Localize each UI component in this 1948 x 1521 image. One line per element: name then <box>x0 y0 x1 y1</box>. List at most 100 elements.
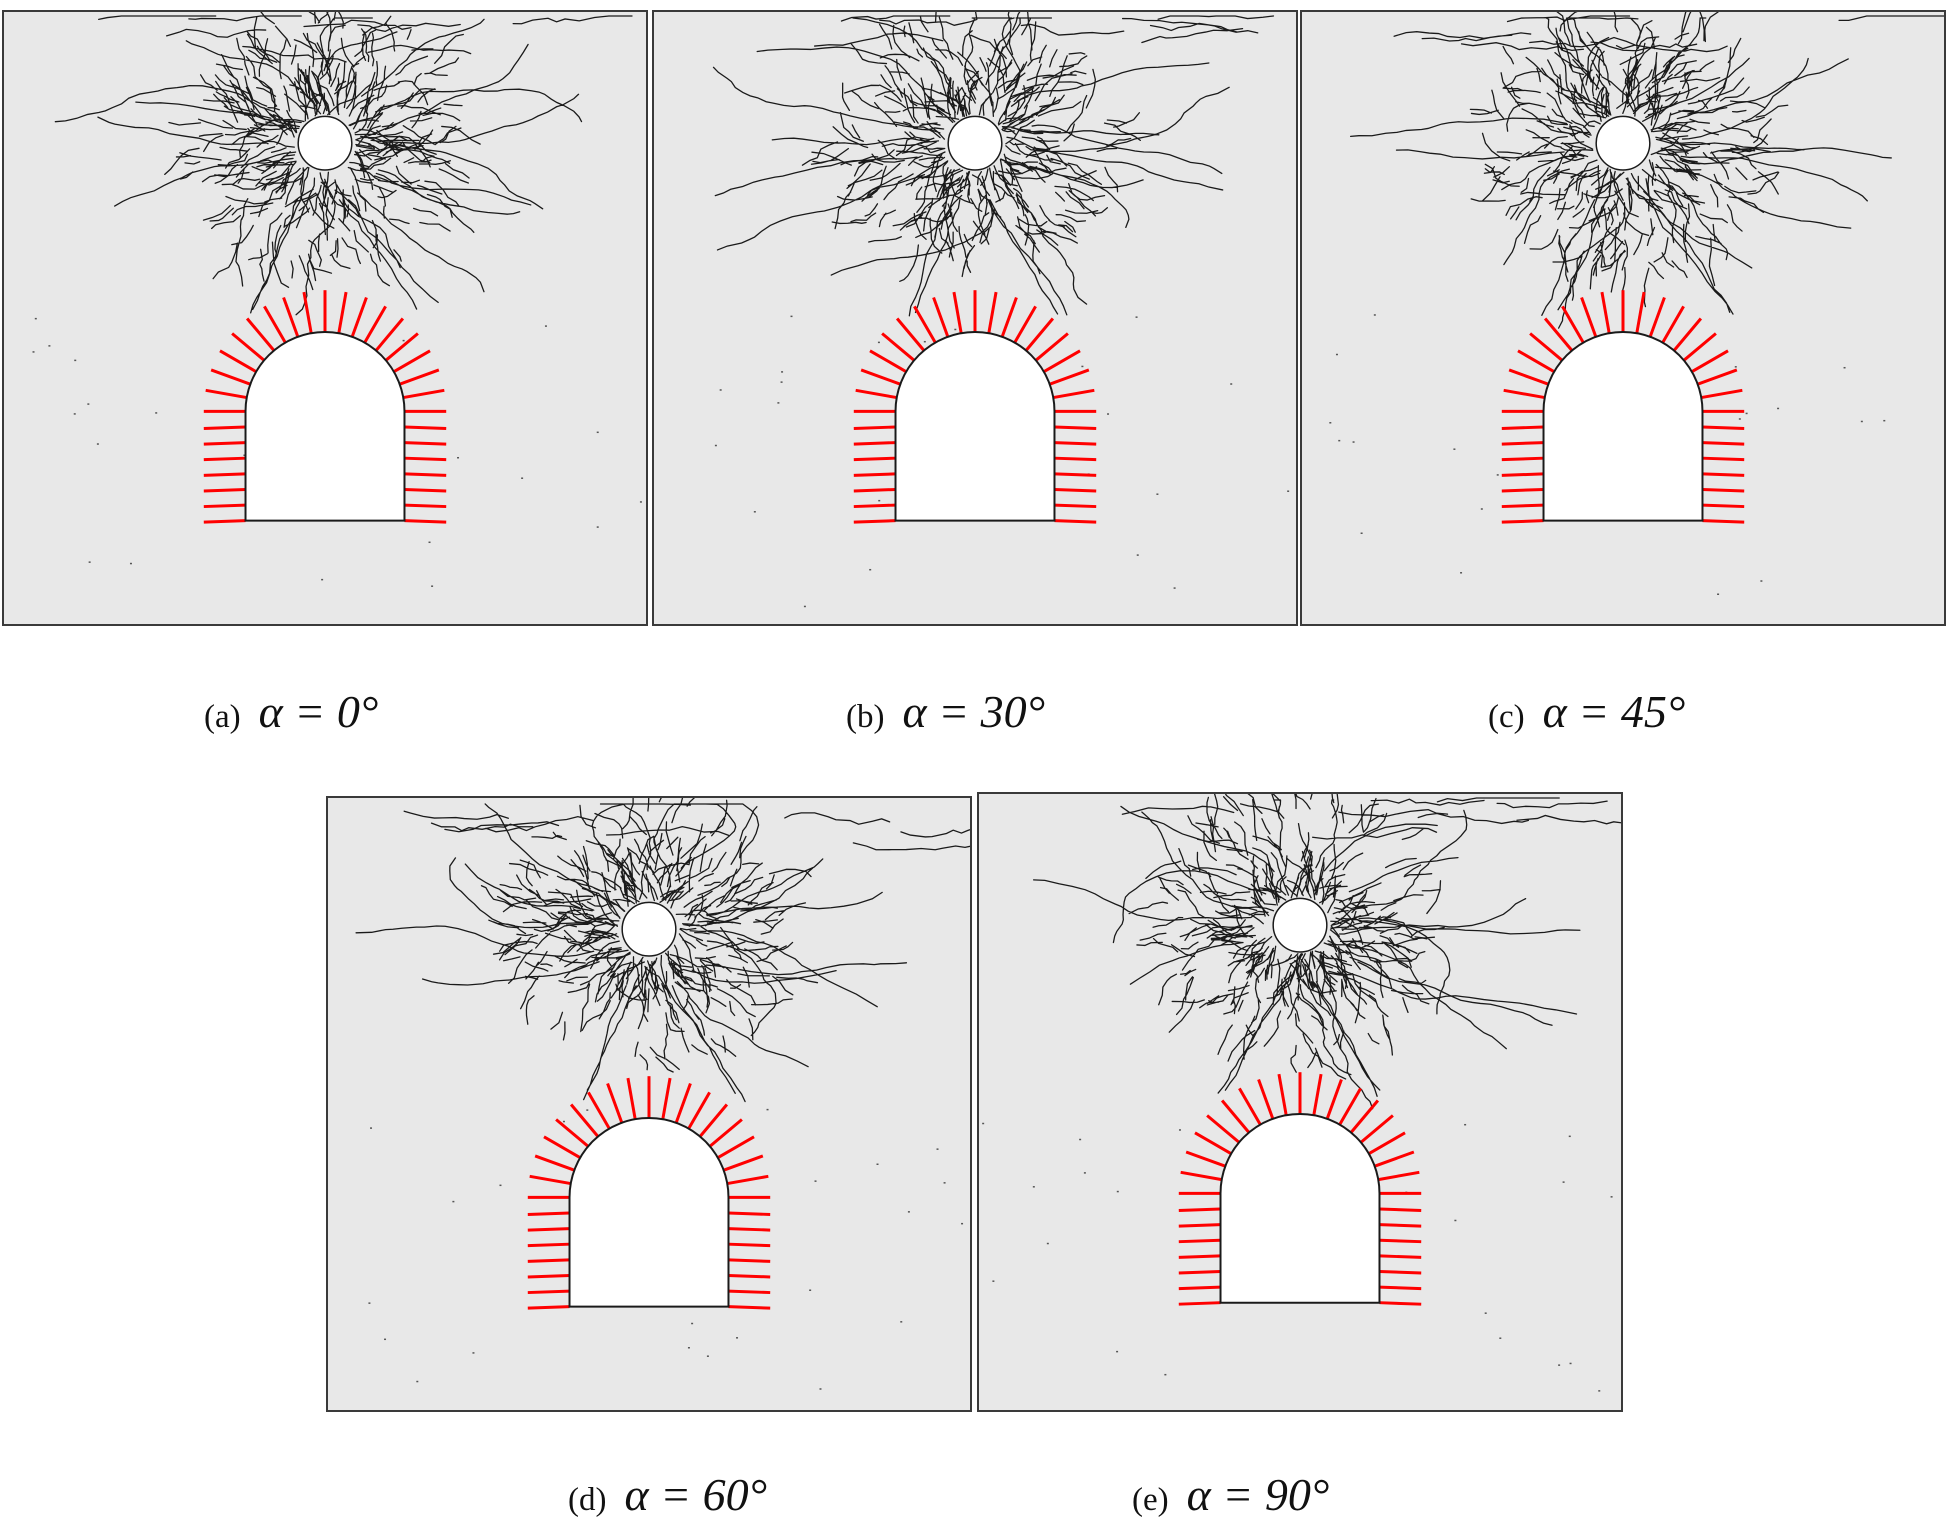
rock-bolt <box>1049 368 1090 386</box>
speck <box>1454 1219 1457 1222</box>
rock-bolt <box>1000 297 1018 338</box>
borehole <box>1595 115 1651 171</box>
rock-bolts <box>527 1076 771 1310</box>
rock-bolt <box>1180 1170 1222 1182</box>
rock-bolt <box>337 291 348 334</box>
rock-bolt <box>231 332 266 362</box>
rock-bolt <box>1368 1131 1406 1155</box>
crack-paths <box>1032 794 1621 1110</box>
speck <box>1287 490 1290 492</box>
rock-bolt <box>728 1211 771 1216</box>
speck <box>1046 1242 1049 1245</box>
speck <box>1178 1129 1181 1131</box>
rock-bolt <box>587 1091 611 1130</box>
speck <box>878 499 881 502</box>
speck <box>1610 1196 1613 1198</box>
speck <box>982 1122 985 1125</box>
rock-bolt <box>1178 1270 1221 1275</box>
speck <box>1156 493 1159 495</box>
rock-bolt <box>1672 317 1703 352</box>
rock-bolt <box>932 297 950 338</box>
rock-bolt <box>1501 441 1544 446</box>
rock-bolt <box>1702 456 1745 462</box>
rock-bolt <box>1054 472 1097 477</box>
rock-bolt <box>404 487 447 493</box>
rock-bolt <box>203 425 246 430</box>
caption-e-tag: (e) <box>1132 1482 1169 1518</box>
crack-network <box>712 12 1275 317</box>
tunnel-opening <box>568 1116 730 1308</box>
speck <box>1360 532 1363 534</box>
borehole <box>947 115 1003 171</box>
speck <box>96 443 99 445</box>
rock-bolt <box>1702 441 1745 446</box>
rock-bolt <box>1034 332 1069 362</box>
caption-d-tag: (d) <box>568 1482 607 1518</box>
speck <box>1107 413 1110 415</box>
rock-bolt <box>203 441 246 446</box>
speck <box>876 1163 879 1166</box>
panel-e-drawing <box>982 794 1621 1392</box>
rock-bolt <box>1178 1301 1221 1306</box>
speck <box>1569 1362 1572 1365</box>
rock-bolt <box>1338 1087 1362 1126</box>
rock-bolt <box>1054 487 1097 493</box>
speck <box>1860 420 1863 423</box>
rock-bolt <box>555 1118 590 1148</box>
speck <box>1496 474 1499 476</box>
speck <box>936 1148 939 1150</box>
speck <box>155 412 158 414</box>
panel-c-drawing <box>1329 12 1944 595</box>
caption-b: (b)α = 30° <box>846 685 1045 738</box>
speck <box>1135 316 1138 318</box>
rock-bolt <box>350 297 368 338</box>
speck <box>1843 366 1846 369</box>
speck <box>74 359 77 362</box>
crack-network <box>1032 794 1621 1110</box>
rock-bolt <box>203 472 246 477</box>
rock-bolt <box>1024 317 1055 352</box>
panel-d <box>326 796 972 1412</box>
rock-bolt <box>1635 291 1646 334</box>
caption-c-tag: (c) <box>1488 699 1525 735</box>
rock-bolt <box>853 503 896 509</box>
rock-bolt <box>1379 1207 1422 1212</box>
speck <box>243 454 246 456</box>
rock-bolt <box>1600 291 1611 334</box>
rock-bolt <box>404 519 447 524</box>
rock-bolt <box>855 388 897 400</box>
speck <box>1032 1186 1035 1188</box>
caption-c: (c)α = 45° <box>1488 685 1685 738</box>
speck <box>1738 418 1741 420</box>
caption-a-tag: (a) <box>204 699 241 735</box>
rock-bolt <box>1661 305 1685 344</box>
rock-bolt <box>853 425 896 430</box>
speck <box>416 1380 419 1383</box>
speck <box>1883 419 1886 422</box>
rock-bolt <box>853 441 896 446</box>
rock-bolt <box>1178 1254 1221 1259</box>
speck <box>777 402 780 404</box>
speck <box>1453 448 1456 450</box>
rock-bolt <box>853 519 896 524</box>
speck <box>1499 1337 1502 1339</box>
rock-bolt <box>1054 519 1097 524</box>
rock-bolt <box>853 487 896 493</box>
rock-bolt <box>687 1091 711 1130</box>
rock-bolt <box>404 472 447 477</box>
rock-bolt <box>895 317 926 352</box>
speck <box>736 1337 739 1339</box>
speck <box>457 456 460 459</box>
rock-bolt <box>205 388 247 400</box>
rock-bolt <box>569 1103 600 1138</box>
speck <box>1081 365 1084 368</box>
rock-bolt <box>1543 317 1574 352</box>
speck <box>1460 572 1463 574</box>
caption-d: (d)α = 60° <box>568 1468 767 1521</box>
crack-paths <box>355 798 970 1103</box>
caption-e: (e)α = 90° <box>1132 1468 1329 1521</box>
crack-network <box>355 798 970 1103</box>
speck <box>384 1338 387 1341</box>
crack-paths <box>54 12 633 316</box>
panel-a-drawing <box>32 12 642 587</box>
